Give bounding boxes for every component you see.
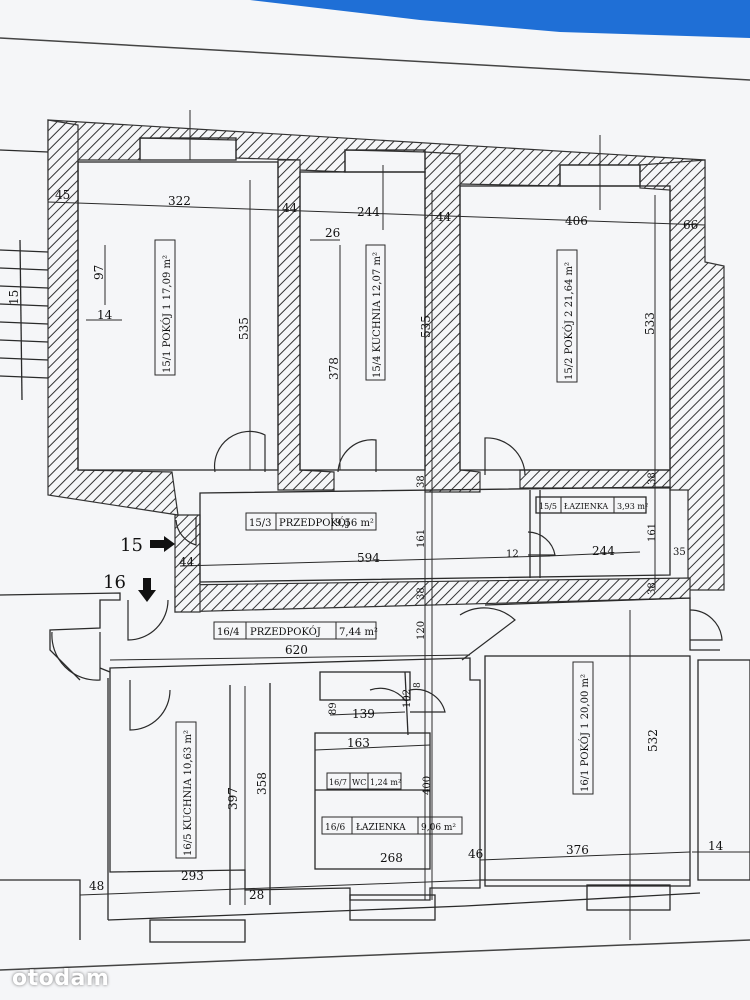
dim-358: 358 (255, 772, 269, 795)
svg-text:15/2 POKÓJ 2 21,64 m²: 15/2 POKÓJ 2 21,64 m² (563, 262, 575, 380)
room-label-16-5: 16/5 KUCHNIA 10,63 m² (175, 721, 197, 859)
dim-38-d: 38 (416, 587, 427, 600)
svg-text:15/5: 15/5 (539, 502, 557, 511)
entry-arrow-16 (138, 578, 156, 602)
dim-163: 163 (347, 736, 370, 750)
walls-unit-16 (0, 592, 750, 943)
unit-label-15: 15 (120, 535, 143, 556)
svg-text:16/6: 16/6 (325, 823, 345, 833)
dim-406: 406 (565, 214, 588, 228)
doors-16 (51, 599, 723, 731)
dim-38-b: 38 (647, 472, 658, 485)
dim-44-b: 44 (436, 210, 452, 224)
dimension-labels: 45 322 44 244 44 406 66 26 97 14 15 535 … (7, 188, 724, 902)
dim-533: 533 (643, 312, 657, 335)
svg-text:16/4: 16/4 (217, 627, 239, 638)
walls-unit-15 (47, 119, 725, 613)
dim-44-c: 44 (179, 555, 195, 569)
dim-14-a: 14 (97, 308, 113, 322)
svg-text:9,06 m²: 9,06 m² (421, 823, 456, 833)
dim-8: 8 (413, 682, 423, 688)
room-label-16-4: 16/4 PRZEDPOKÓJ 7,44 m² (213, 621, 378, 640)
room-outlines-15 (0, 137, 671, 583)
sheet-border-bottom (0, 939, 750, 971)
dim-38-a: 38 (416, 475, 427, 488)
unit-label-16: 16 (103, 572, 126, 593)
svg-text:7,44 m²: 7,44 m² (339, 627, 378, 638)
dim-66: 66 (683, 218, 698, 232)
dim-26: 26 (325, 226, 340, 240)
svg-text:16/1 POKÓJ 1 20,00 m²: 16/1 POKÓJ 1 20,00 m² (579, 674, 591, 792)
svg-text:15/3: 15/3 (249, 518, 271, 529)
svg-text:16/5 KUCHNIA 10,63 m²: 16/5 KUCHNIA 10,63 m² (183, 730, 194, 856)
dim-45: 45 (55, 188, 70, 202)
dim-35: 35 (673, 547, 686, 558)
dim-14-b: 14 (708, 839, 724, 853)
dim-594: 594 (357, 551, 380, 565)
dimension-lines (47, 110, 750, 940)
dim-244-b: 244 (592, 544, 615, 558)
room-label-16-6: 16/6 ŁAZIENKA 9,06 m² (321, 816, 463, 835)
svg-text:15/4 KUCHNIA 12,07 m²: 15/4 KUCHNIA 12,07 m² (372, 252, 383, 378)
svg-text:16/7: 16/7 (329, 778, 347, 787)
dim-89: 89 (328, 702, 339, 715)
sheet-border-top (0, 37, 750, 81)
dim-46: 46 (468, 847, 483, 861)
dim-268: 268 (380, 851, 403, 865)
svg-text:WC: WC (352, 778, 366, 787)
svg-text:PRZEDPOKÓJ: PRZEDPOKÓJ (250, 626, 321, 638)
dim-139: 139 (352, 707, 375, 721)
dim-102: 102 (402, 689, 413, 708)
svg-text:9,56 m²: 9,56 m² (335, 518, 374, 529)
room-label-15-4: 15/4 KUCHNIA 12,07 m² (365, 244, 386, 381)
svg-text:ŁAZIENKA: ŁAZIENKA (356, 823, 406, 833)
dim-15: 15 (7, 290, 21, 305)
svg-text:3,93 m²: 3,93 m² (617, 502, 648, 511)
dim-28: 28 (249, 888, 264, 902)
room-label-15-1: 15/1 POKÓJ 1 17,09 m² (154, 239, 176, 376)
svg-text:15/1 POKÓJ 1 17,09 m²: 15/1 POKÓJ 1 17,09 m² (161, 255, 173, 373)
dim-161-a: 161 (416, 529, 427, 548)
room-label-16-1: 16/1 POKÓJ 1 20,00 m² (572, 661, 594, 795)
svg-text:1,24 m²: 1,24 m² (370, 778, 401, 787)
dim-397: 397 (226, 787, 240, 810)
dim-120: 120 (416, 621, 427, 640)
dim-161-b: 161 (647, 523, 658, 542)
dim-97: 97 (92, 265, 106, 280)
room-label-15-5: 15/5 ŁAZIENKA 3,93 m² (539, 497, 648, 513)
dim-44-a: 44 (282, 201, 298, 215)
room-label-15-3: 15/3 PRZEDPOKÓJ 9,56 m² (245, 512, 377, 531)
dim-322: 322 (168, 194, 191, 208)
dim-378: 378 (327, 357, 341, 380)
dim-532: 532 (646, 729, 660, 752)
dim-535-a: 535 (237, 317, 251, 340)
dim-620: 620 (285, 643, 308, 657)
room-label-16-7: 16/7 WC 1,24 m² (326, 772, 402, 790)
dim-535-b: 535 (419, 315, 433, 338)
svg-text:ŁAZIENKA: ŁAZIENKA (564, 502, 608, 511)
dim-244-a: 244 (357, 205, 380, 219)
dim-48: 48 (89, 879, 104, 893)
dim-400: 400 (422, 776, 433, 795)
entry-arrow-15 (150, 536, 175, 552)
dim-376: 376 (566, 843, 589, 857)
watermark-logo: otodam (12, 966, 110, 991)
room-label-15-2: 15/2 POKÓJ 2 21,64 m² (556, 249, 578, 383)
dim-38-c: 38 (647, 582, 658, 595)
doors-15 (175, 430, 556, 556)
blue-edge (250, 0, 750, 38)
dim-12: 12 (506, 549, 519, 560)
svg-text:PRZEDPOKÓJ: PRZEDPOKÓJ (279, 517, 350, 529)
dim-293: 293 (181, 869, 204, 883)
